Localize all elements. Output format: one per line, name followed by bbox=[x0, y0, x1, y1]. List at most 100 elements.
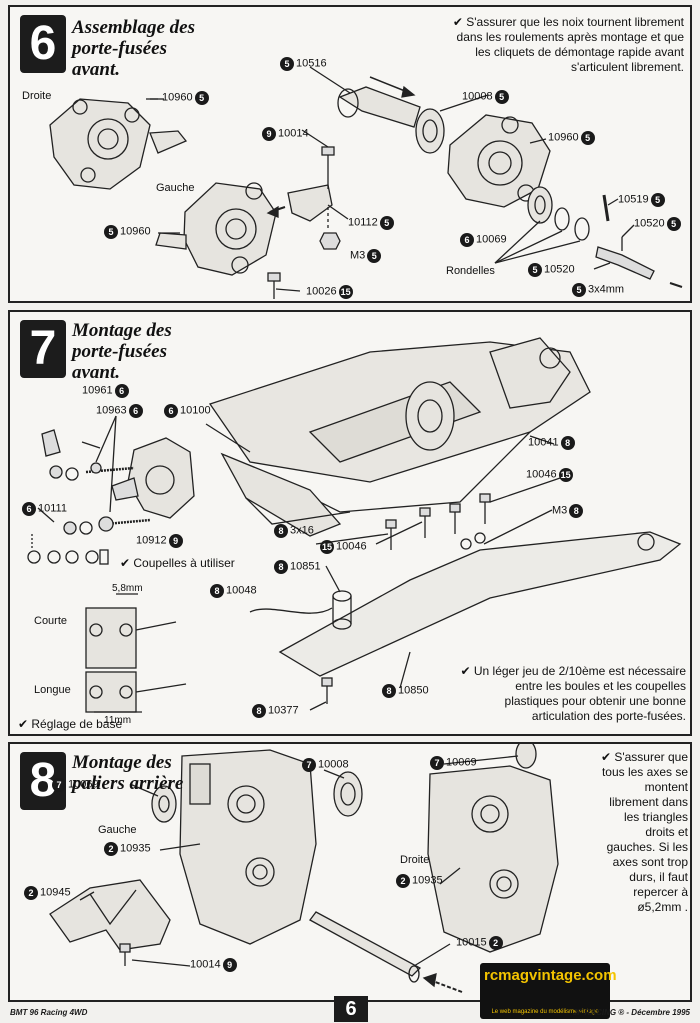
quantity-badge: 8 bbox=[210, 584, 224, 598]
label-reglage: ✔ Réglage de base bbox=[18, 717, 123, 731]
label-courte: Courte bbox=[34, 615, 68, 627]
quantity-badge: 7 bbox=[302, 758, 316, 772]
quantity-badge: 5 bbox=[666, 217, 681, 231]
label-gauche: Gauche bbox=[156, 182, 195, 194]
part-number: 10516 bbox=[296, 57, 327, 70]
step-8-title: Montage des paliers arrière bbox=[72, 752, 184, 794]
part-number: 10069 bbox=[446, 756, 477, 769]
label-rondelles: Rondelles bbox=[446, 265, 495, 277]
quantity-badge: 8 bbox=[560, 436, 575, 450]
part-number: 10046 bbox=[336, 540, 367, 553]
label-gauche: Gauche bbox=[98, 824, 137, 836]
quantity-badge: 15 bbox=[558, 468, 573, 482]
step-8-note: ✔ S'assurer que tous les axes se montent… bbox=[600, 750, 688, 914]
step-7-illustration bbox=[27, 337, 682, 713]
footer-right: JP RACING ® - Décembre 1995 bbox=[572, 1008, 690, 1017]
quantity-badge: 5 bbox=[367, 249, 382, 263]
quantity-badge: 5 bbox=[650, 193, 665, 207]
quantity-badge: 8 bbox=[274, 524, 288, 538]
part-number: 10015 bbox=[456, 936, 487, 949]
quantity-badge: 7 bbox=[52, 778, 66, 792]
part-number: 10008 bbox=[318, 758, 349, 771]
quantity-badge: 2 bbox=[24, 886, 38, 900]
part-number: 10111 bbox=[38, 502, 67, 515]
part-number: 10963 bbox=[96, 404, 127, 417]
quantity-badge: 9 bbox=[168, 534, 183, 548]
quantity-badge: 9 bbox=[262, 127, 276, 141]
part-number: 10850 bbox=[398, 684, 429, 697]
quantity-badge: 5 bbox=[494, 90, 509, 104]
label-coupelles: ✔ Coupelles à utiliser bbox=[120, 556, 235, 570]
part-number: 10935 bbox=[412, 874, 443, 887]
step-6-illustration bbox=[49, 66, 683, 299]
part-number: 10961 bbox=[82, 384, 113, 397]
quantity-badge: 6 bbox=[22, 502, 36, 516]
step-6-title: Assemblage des porte-fusées avant. bbox=[72, 17, 195, 80]
part-number: M3 bbox=[552, 504, 568, 517]
part-number: 10520 bbox=[544, 263, 575, 276]
part-number: 10851 bbox=[290, 560, 321, 573]
part-number: 10048 bbox=[226, 584, 257, 597]
quantity-badge: 6 bbox=[460, 233, 474, 247]
quantity-badge: 7 bbox=[430, 756, 444, 770]
quantity-badge: 15 bbox=[320, 540, 334, 554]
quantity-badge: 8 bbox=[274, 560, 288, 574]
part-number: 3x4mm bbox=[588, 283, 625, 296]
part-number: 10935 bbox=[120, 842, 151, 855]
quantity-badge: 9 bbox=[222, 958, 237, 972]
label-droite: Droite bbox=[400, 854, 430, 866]
quantity-badge: 15 bbox=[338, 285, 353, 299]
part-number: 10960 bbox=[548, 131, 579, 144]
quantity-badge: 6 bbox=[128, 404, 143, 418]
site-logo[interactable]: rcmagvintage.com Le web magazine du modé… bbox=[480, 963, 617, 1019]
quantity-badge: 5 bbox=[104, 225, 118, 239]
part-number: 10026 bbox=[306, 285, 337, 298]
dim-5-8mm: 5,8mm bbox=[112, 583, 143, 594]
part-number: 10112 bbox=[348, 216, 378, 229]
part-number: 10960 bbox=[162, 91, 193, 104]
quantity-badge: 5 bbox=[580, 131, 595, 145]
part-number: 10100 bbox=[180, 404, 211, 417]
part-number: 10014 bbox=[278, 127, 309, 140]
step-6-note: ✔ S'assurer que les noix tournent librem… bbox=[452, 15, 684, 74]
label-droite: Droite bbox=[22, 90, 52, 102]
part-number: 10046 bbox=[526, 468, 557, 481]
step-7-note: ✔ Un léger jeu de 2/10ème est nécessaire… bbox=[460, 664, 686, 723]
part-number: 3x16 bbox=[290, 524, 314, 537]
part-number: 10008 bbox=[462, 90, 493, 103]
part-number: 10377 bbox=[268, 704, 299, 717]
quantity-badge: 2 bbox=[488, 936, 503, 950]
part-number: 10912 bbox=[136, 534, 167, 547]
part-number: 10041 bbox=[528, 436, 559, 449]
part-number: 10069 bbox=[68, 778, 99, 791]
part-number: 10945 bbox=[40, 886, 71, 899]
